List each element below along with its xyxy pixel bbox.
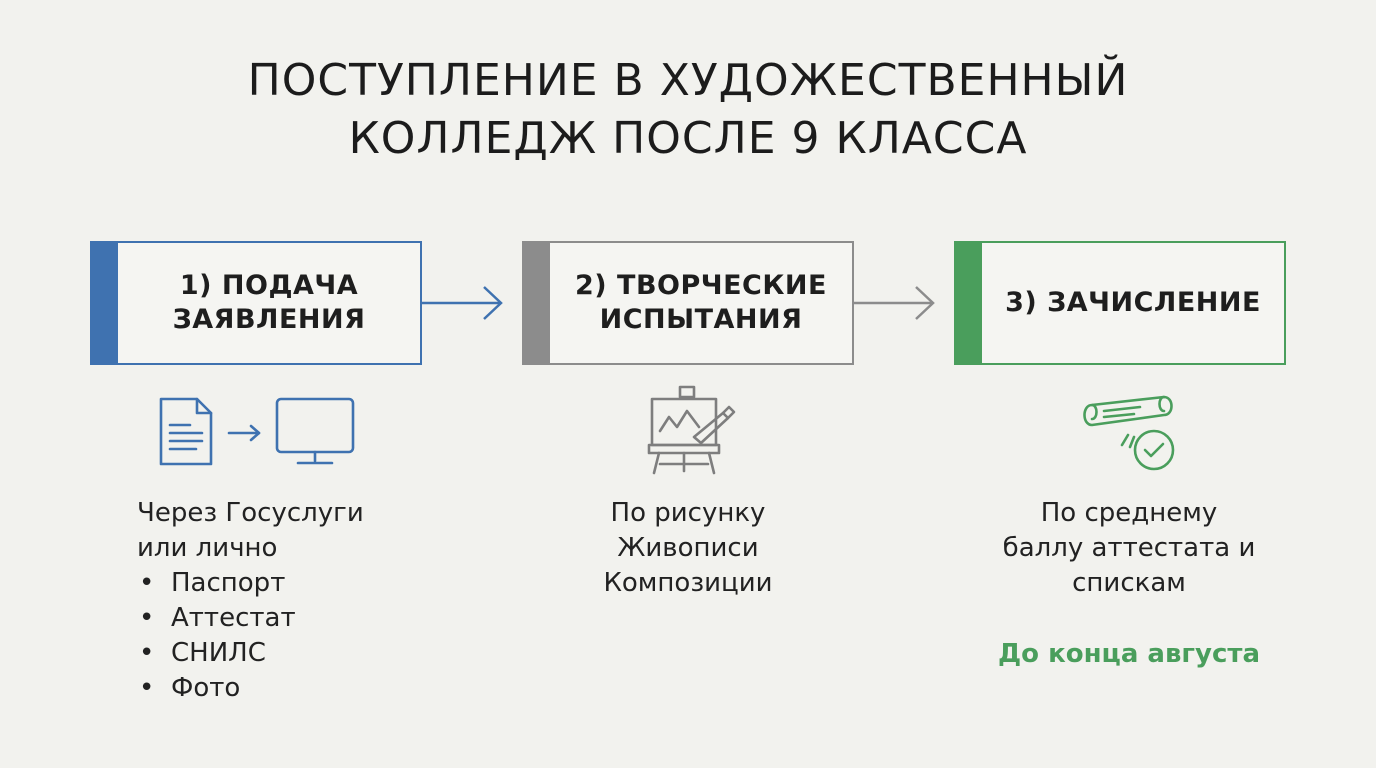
step-3-label: 3) ЗАЧИСЛЕНИЕ: [982, 243, 1284, 363]
arrow-right-icon: [422, 286, 503, 320]
step-1-label: 1) ПОДАЧА ЗАЯВЛЕНИЯ: [118, 243, 420, 363]
step-1-label-line-2: ЗАЯВЛЕНИЯ: [172, 304, 366, 335]
step-2-desc-line-2: Живописи: [617, 533, 759, 563]
step-2-label: 2) ТВОРЧЕСКИЕ ИСПЫТАНИЯ: [550, 243, 852, 363]
step-1-label-line-1: 1) ПОДАЧА: [179, 270, 359, 301]
title-line-1: ПОСТУПЛЕНИЕ В ХУДОЖЕСТВЕННЫЙ: [247, 55, 1129, 106]
step-2-description: По рисунку Живописи Композиции: [522, 496, 854, 601]
arrow-right-icon: [854, 286, 935, 320]
list-item: Фото: [137, 671, 417, 706]
step-3-desc-line-3: спискам: [1072, 568, 1186, 598]
step-2-label-line-1: 2) ТВОРЧЕСКИЕ: [575, 270, 827, 301]
list-item: Паспорт: [137, 566, 417, 601]
title-line-2: КОЛЛЕДЖ ПОСЛЕ 9 КЛАССА: [348, 113, 1028, 164]
step-2-accent-bar: [524, 243, 550, 363]
step-2-desc-line-3: Композиции: [603, 568, 773, 598]
step-3-accent-bar: [956, 243, 982, 363]
step-2-box: 2) ТВОРЧЕСКИЕ ИСПЫТАНИЯ: [522, 241, 854, 365]
page-title: ПОСТУПЛЕНИЕ В ХУДОЖЕСТВЕННЫЙ КОЛЛЕДЖ ПОС…: [0, 52, 1376, 168]
step-1-description: Через Госуслуги или лично Паспорт Аттест…: [137, 496, 417, 706]
step-3-label-line-1: 3) ЗАЧИСЛЕНИЕ: [1005, 287, 1261, 318]
step-3-box: 3) ЗАЧИСЛЕНИЕ: [954, 241, 1286, 365]
step-1-accent-bar: [92, 243, 118, 363]
enrollment-deadline: До конца августа: [998, 639, 1260, 669]
step-3-desc-line-2: баллу аттестата и: [1002, 533, 1256, 563]
document-to-computer-icon: [159, 397, 355, 466]
easel-brush-icon: [647, 385, 736, 475]
list-item: Аттестат: [137, 601, 417, 636]
step-1-box: 1) ПОДАЧА ЗАЯВЛЕНИЯ: [90, 241, 422, 365]
diploma-check-icon: [1083, 395, 1175, 471]
step-1-desc-line-2: или лично: [137, 533, 278, 563]
step-1-desc-line-1: Через Госуслуги: [137, 498, 364, 528]
step-3-desc-line-1: По среднему: [1040, 498, 1218, 528]
step-2-desc-line-1: По рисунку: [610, 498, 766, 528]
list-item: СНИЛС: [137, 636, 417, 671]
step-2-label-line-2: ИСПЫТАНИЯ: [599, 304, 803, 335]
documents-list: Паспорт Аттестат СНИЛС Фото: [137, 566, 417, 706]
step-3-description: По среднему баллу аттестата и спискам: [954, 496, 1304, 601]
